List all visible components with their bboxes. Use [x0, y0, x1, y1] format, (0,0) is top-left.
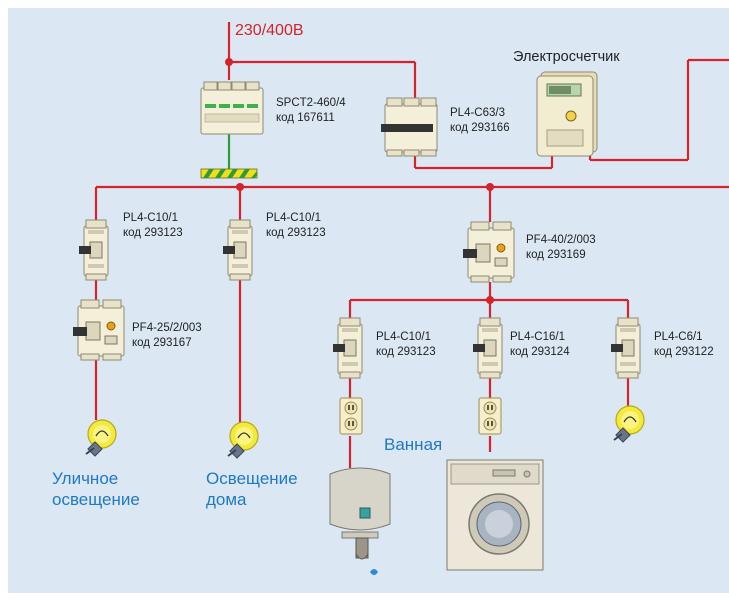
wiring-lines: [94, 22, 729, 468]
electricity-meter-icon: [536, 71, 598, 157]
rcd-main-code: код 293169: [526, 249, 586, 261]
circuit-breaker-icon: [332, 317, 363, 379]
rcd-icon: [462, 221, 515, 283]
breaker-street-label: PL4-C10/1 код 293123: [123, 211, 183, 241]
breaker-light-code: код 293122: [654, 346, 714, 358]
surge-protector-icon: [200, 81, 264, 135]
rcd-main-model: PF4-40/2/003: [526, 234, 596, 246]
circuit-breaker-icon: [610, 317, 641, 379]
breaker-light-model: PL4-C6/1: [654, 331, 703, 343]
circuit-breaker-icon: [78, 219, 109, 281]
circuit-breaker-icon: [222, 219, 253, 281]
spd-label: SPCT2-460/4 код 167611: [276, 96, 346, 126]
rcbo-street-model: PF4-25/2/003: [132, 322, 202, 334]
breaker-street-code: код 293123: [123, 227, 183, 239]
washing-machine-icon: [446, 459, 544, 571]
rcd-icon: [72, 299, 125, 361]
street-lighting-label: Уличное освещение: [52, 469, 140, 509]
breaker-washer-model: PL4-C16/1: [510, 331, 565, 343]
bathroom-label: Ванная: [384, 435, 443, 454]
main-breaker-label: PL4-C63/3 код 293166: [450, 106, 510, 136]
rcd-main-label: PF4-40/2/003 код 293169: [526, 233, 596, 263]
breaker-light-label: PL4-C6/1 код 293122: [654, 330, 714, 360]
breaker-heater-model: PL4-C10/1: [376, 331, 431, 343]
circuit-breaker-icon: [472, 317, 503, 379]
spd-code: код 167611: [276, 112, 335, 124]
breaker-heater-label: PL4-C10/1 код 293123: [376, 330, 436, 360]
main-breaker-code: код 293166: [450, 122, 510, 134]
supply-voltage-label: 230/400В: [235, 22, 304, 39]
breaker-washer-label: PL4-C16/1 код 293124: [510, 330, 570, 360]
rcbo-street-label: PF4-25/2/003 код 293167: [132, 321, 202, 351]
breaker-house-model: PL4-C10/1: [266, 212, 321, 224]
meter-label: Электросчетчик: [513, 49, 620, 65]
breaker-heater-code: код 293123: [376, 346, 436, 358]
water-heater-icon: [329, 467, 391, 575]
rcbo-street-code: код 293167: [132, 337, 192, 349]
house-lighting-label: Освещение дома: [206, 469, 298, 509]
light-bulb-icon: [227, 421, 259, 460]
power-socket-icon: [478, 397, 502, 435]
light-bulb-icon: [85, 419, 117, 458]
circuit-breaker-icon: [381, 97, 438, 157]
ground-bar-icon: [200, 168, 258, 179]
power-socket-icon: [339, 397, 363, 435]
breaker-street-model: PL4-C10/1: [123, 212, 178, 224]
breaker-house-code: код 293123: [266, 227, 326, 239]
spd-model: SPCT2-460/4: [276, 97, 346, 109]
junction-dots: [225, 58, 494, 304]
light-bulb-icon: [613, 405, 645, 444]
breaker-house-label: PL4-C10/1 код 293123: [266, 211, 326, 241]
breaker-washer-code: код 293124: [510, 346, 570, 358]
main-breaker-model: PL4-C63/3: [450, 107, 505, 119]
